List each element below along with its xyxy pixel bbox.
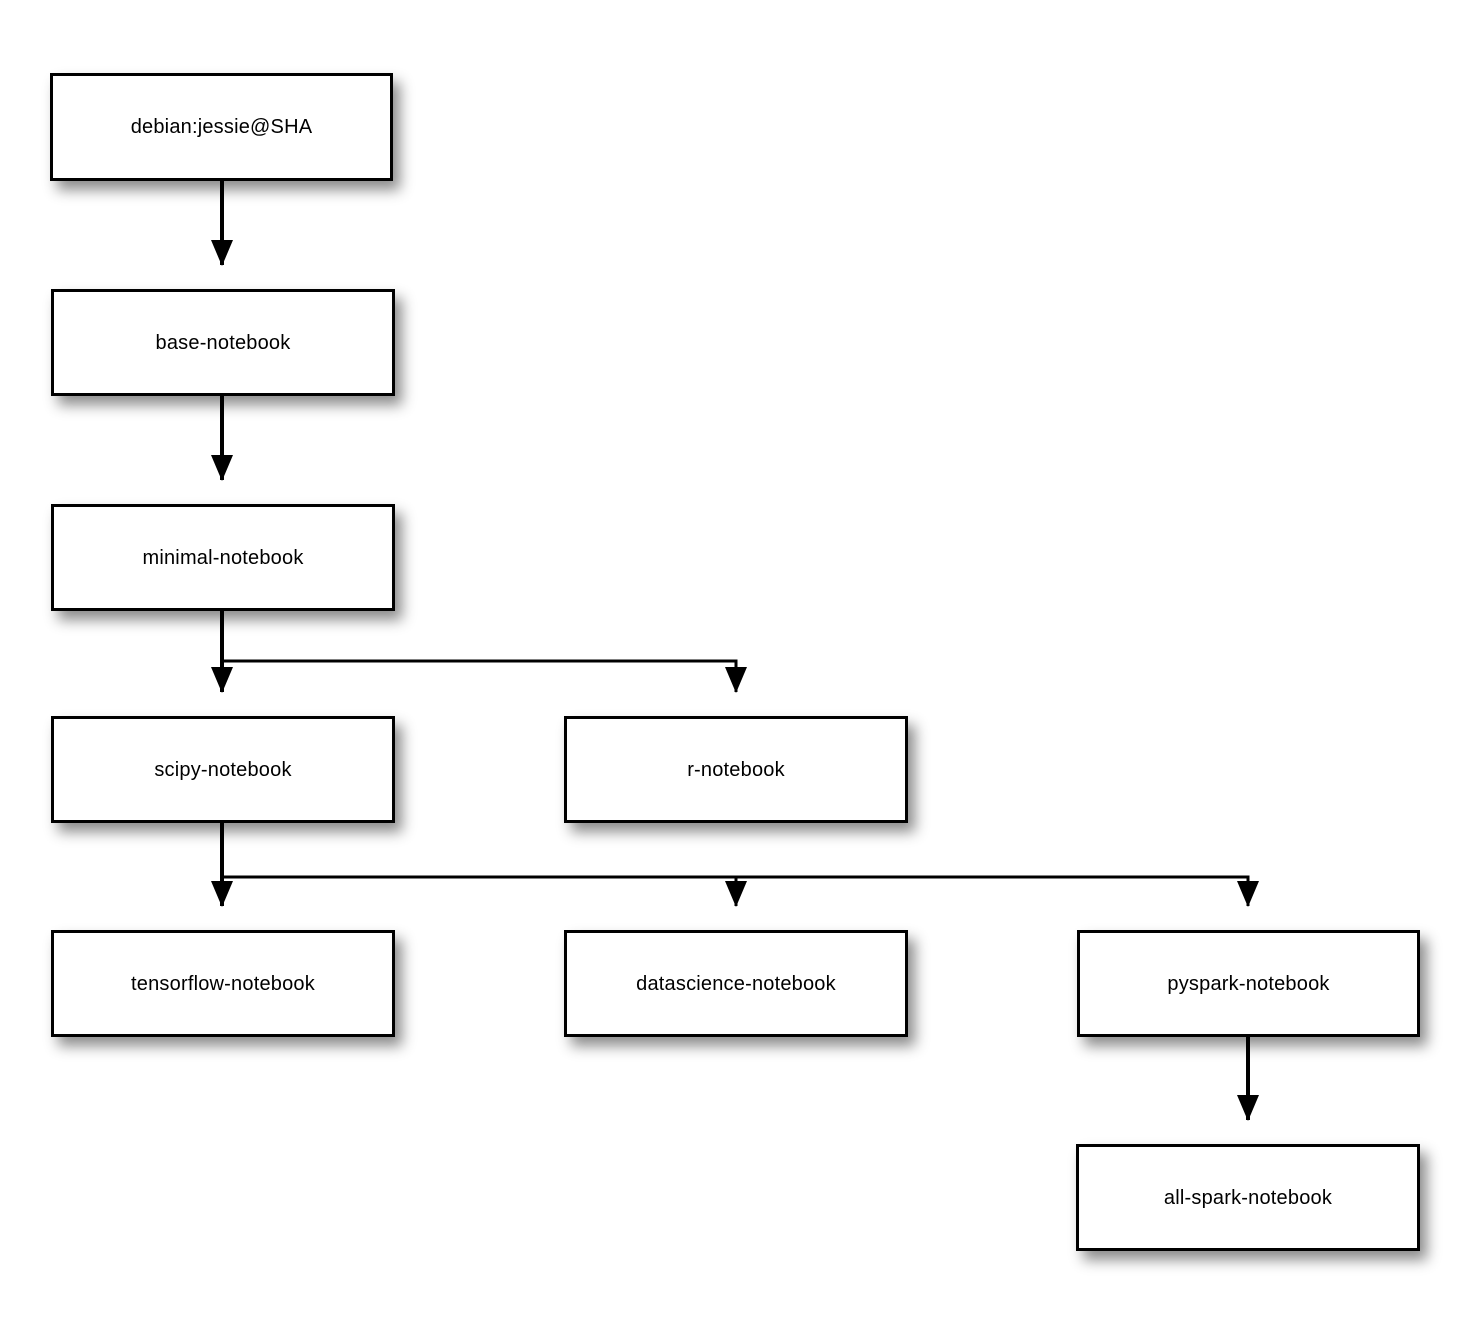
node-pyspark-notebook[interactable]: pyspark-notebook <box>1077 930 1420 1037</box>
node-label-scipy-notebook: scipy-notebook <box>154 758 292 781</box>
edge-scipy-to-datascience <box>222 875 747 907</box>
node-label-all-spark-notebook: all-spark-notebook <box>1163 1186 1333 1209</box>
edge-minimal-to-r <box>222 659 747 693</box>
node-label-r-notebook: r-notebook <box>687 758 785 781</box>
node-tensorflow-notebook[interactable]: tensorflow-notebook <box>51 930 395 1037</box>
node-datascience-notebook[interactable]: datascience-notebook <box>564 930 908 1037</box>
node-label-minimal-notebook: minimal-notebook <box>142 546 304 569</box>
node-scipy-notebook[interactable]: scipy-notebook <box>51 716 395 823</box>
node-label-tensorflow-notebook: tensorflow-notebook <box>131 972 315 995</box>
node-minimal-notebook[interactable]: minimal-notebook <box>51 504 395 611</box>
node-debian[interactable]: debian:jessie@SHA <box>50 73 393 181</box>
node-label-base-notebook: base-notebook <box>155 331 291 354</box>
node-r-notebook[interactable]: r-notebook <box>564 716 908 823</box>
node-label-debian: debian:jessie@SHA <box>130 116 313 138</box>
node-base-notebook[interactable]: base-notebook <box>51 289 395 396</box>
node-label-datascience-notebook: datascience-notebook <box>636 972 836 995</box>
node-all-spark-notebook[interactable]: all-spark-notebook <box>1076 1144 1420 1251</box>
edge-scipy-to-pyspark <box>222 875 1259 907</box>
node-label-pyspark-notebook: pyspark-notebook <box>1167 972 1330 995</box>
